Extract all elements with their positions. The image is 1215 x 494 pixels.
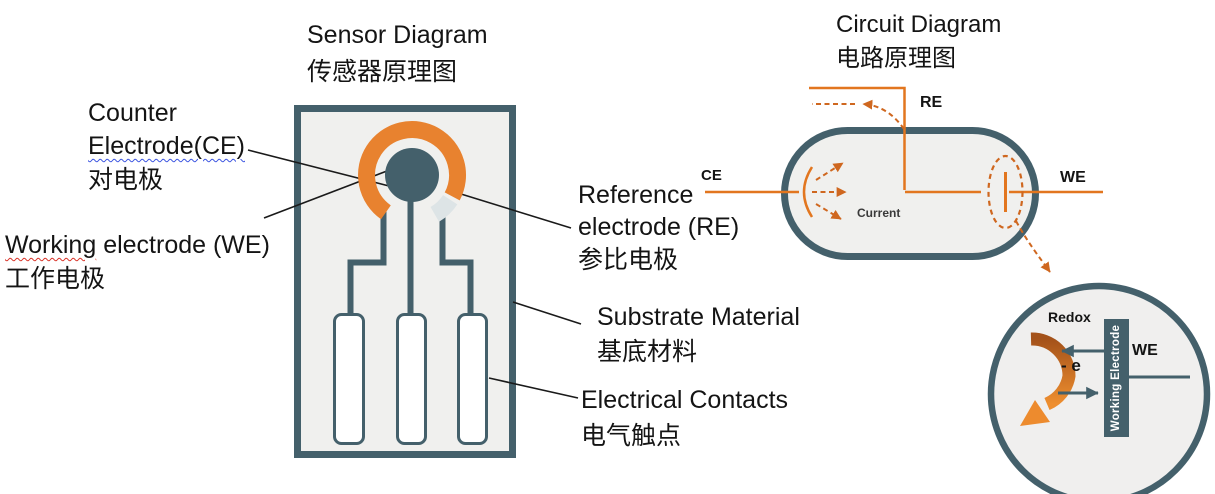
working-rest: electrode (WE): [96, 231, 270, 259]
minus-e-label: - e: [1061, 356, 1081, 375]
we-detail-label: WE: [1132, 342, 1158, 359]
leader-electrical-contacts: [488, 377, 579, 399]
redox-label: Redox: [1048, 309, 1091, 325]
we-highlight-ellipse: [987, 154, 1024, 230]
counter-electrode-label-line1: Counter: [88, 99, 177, 127]
working-electrode-label-zh: 工作电极: [5, 265, 106, 293]
re-node-label: RE: [920, 94, 943, 111]
electrical-contacts-label-zh: 电气触点: [581, 422, 682, 450]
electrical-contacts-label-en: Electrical Contacts: [581, 386, 789, 414]
working-electrode-bar-label: Working Electrode: [1110, 324, 1122, 432]
zoom-callout-arrow: [1015, 220, 1051, 273]
substrate-label-zh: 基底材料: [597, 338, 698, 366]
detail-zoom-circle: [987, 282, 1211, 494]
leader-substrate: [512, 301, 582, 325]
leader-reference-electrode: [460, 193, 572, 229]
working-electrode-label: Working electrode (WE): [5, 231, 270, 260]
electrical-contacts: [333, 313, 488, 445]
counter-electrode-arc: [358, 121, 467, 220]
reference-electrode-label-line2: electrode (RE): [578, 213, 740, 241]
electron-transfer-arrows: [1058, 344, 1190, 400]
circuit-wires: [705, 86, 1103, 218]
sensor-title-en: Sensor Diagram: [307, 21, 488, 49]
re-wire: [809, 86, 906, 190]
contact-pad-left: [333, 313, 365, 445]
reference-electrode-label-line1: Reference: [578, 181, 694, 209]
current-label: Current: [857, 206, 901, 220]
sensor-traces: [347, 190, 474, 314]
circuit-title-zh: 电路原理图: [836, 45, 956, 72]
working-electrode-disc: [385, 148, 439, 202]
current-arrow-up: [815, 162, 844, 181]
trace-counter: [347, 208, 387, 314]
electrochemical-cell-capsule: [781, 127, 1039, 260]
contact-pad-middle: [396, 313, 427, 445]
contact-pad-right: [457, 313, 488, 445]
reference-electrode-label-zh: 参比电极: [578, 246, 679, 274]
reference-electrode-arc: [430, 194, 458, 222]
redox-cycle-arrow: [1030, 332, 1076, 410]
current-arrow-down: [815, 203, 842, 220]
working-electrode-bar: [1104, 319, 1129, 437]
sensor-title-zh: 传感器原理图: [307, 58, 458, 86]
current-flow-arrows: [812, 99, 1051, 273]
working-word: Working: [5, 231, 97, 259]
counter-electrode-label-line2: Electrode(CE): [88, 132, 245, 160]
redox-arrowhead: [1020, 400, 1050, 426]
trace-reference: [439, 210, 474, 314]
counter-electrode-label-zh: 对电极: [88, 166, 164, 194]
we-node-label: WE: [1060, 169, 1086, 186]
return-current-arrow: [862, 99, 905, 130]
counter-arc-symbol: [802, 166, 814, 218]
ce-node-label: CE: [701, 167, 722, 184]
substrate-label-en: Substrate Material: [597, 303, 800, 331]
circuit-title-en: Circuit Diagram: [836, 11, 1002, 38]
